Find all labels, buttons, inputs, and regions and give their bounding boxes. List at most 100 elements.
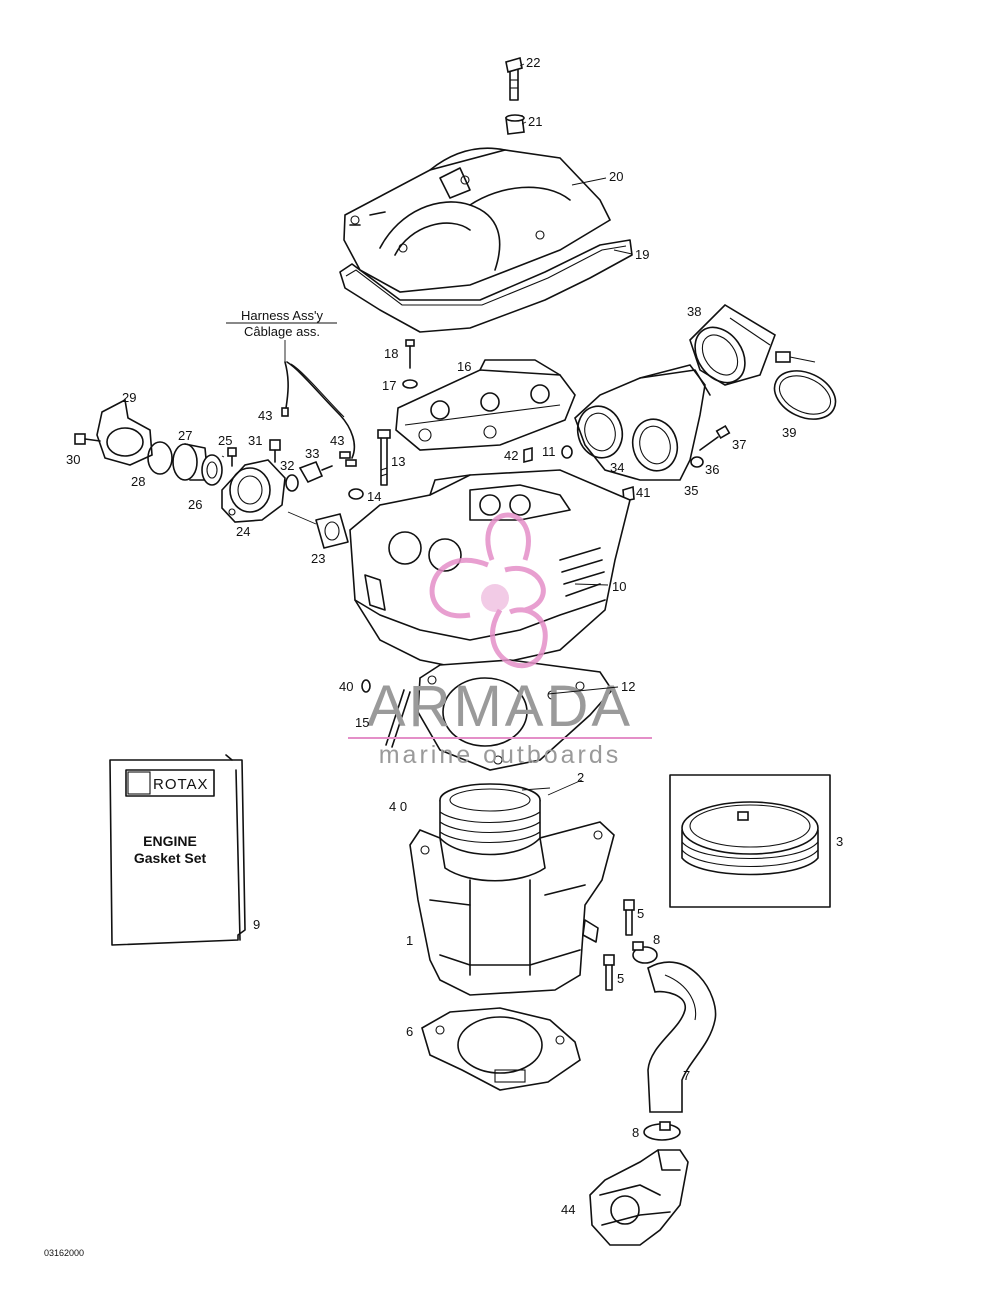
callout-24: 24 xyxy=(236,524,250,539)
callout-31: 31 xyxy=(248,433,262,448)
kit-title-line1: ENGINE xyxy=(143,833,197,849)
part-21-grommet xyxy=(505,114,525,135)
kit-title-line2: Gasket Set xyxy=(134,850,207,866)
kit-brand: ROTAX xyxy=(153,776,209,793)
watermark-logo xyxy=(429,512,548,669)
part-14-oring xyxy=(348,488,364,500)
callout-21: 21 xyxy=(528,114,542,129)
harness-label-fr: Câblage ass. xyxy=(244,324,320,339)
part-10-cylinder-head xyxy=(349,469,631,671)
callout-8a: 8 xyxy=(653,932,660,947)
callout-23: 23 xyxy=(311,551,325,566)
callout-19: 19 xyxy=(635,247,649,262)
part-36-washer xyxy=(690,456,704,468)
part-11-plug xyxy=(561,445,573,459)
part-9-gasket-kit: ROTAX ENGINE Gasket Set xyxy=(109,754,246,946)
callout-18: 18 xyxy=(384,346,398,361)
callout-16: 16 xyxy=(457,359,471,374)
part-5-bolt-upper xyxy=(623,899,635,936)
part-7-coolant-hose xyxy=(647,961,717,1113)
callout-11: 11 xyxy=(542,444,556,459)
part-38-intake-boot xyxy=(689,303,776,386)
part-44-water-pump-housing xyxy=(589,1149,689,1246)
part-37-bolt xyxy=(699,424,731,451)
callout-3: 3 xyxy=(836,834,843,849)
callout-41: 41 xyxy=(636,485,650,500)
callout-40a: 40 xyxy=(339,679,353,694)
callout-14: 14 xyxy=(367,489,381,504)
part-43-terminals xyxy=(281,407,357,467)
callout-43a: 43 xyxy=(258,408,272,423)
callouts: 22 21 20 19 38 18 16 17 29 43 27 25 31 3… xyxy=(66,55,843,1217)
callout-25: 25 xyxy=(218,433,232,448)
callout-32: 32 xyxy=(280,458,294,473)
part-8-clamp-upper xyxy=(632,941,658,964)
callout-20: 20 xyxy=(609,169,623,184)
part-42-plug xyxy=(523,446,533,464)
part-18-bolt xyxy=(405,339,415,369)
part-26-seal xyxy=(201,454,223,486)
callout-6: 6 xyxy=(406,1024,413,1039)
callout-5b: 5 xyxy=(617,971,624,986)
part-29-thermostat-cover xyxy=(96,398,153,466)
callout-30: 30 xyxy=(66,452,80,467)
harness-label-en: Harness Ass'y xyxy=(241,308,323,323)
part-2-piston xyxy=(439,783,541,863)
part-13-bolt xyxy=(377,429,391,486)
callout-5a: 5 xyxy=(637,906,644,921)
part-40-dowel xyxy=(361,679,371,693)
callout-43b: 43 xyxy=(330,433,344,448)
part-24-thermostat-housing xyxy=(221,459,286,523)
callout-29: 29 xyxy=(122,390,136,405)
part-31-sensor xyxy=(269,439,281,463)
part-3-piston-rings xyxy=(669,774,831,908)
harness-wire xyxy=(284,340,356,459)
part-19-cover-gasket xyxy=(339,239,633,333)
watermark-brand: ARMADA xyxy=(367,674,633,739)
part-22-bolt xyxy=(505,56,523,101)
part-28-gasket xyxy=(147,441,173,475)
callout-13: 13 xyxy=(391,454,405,469)
callout-2: 2 xyxy=(577,770,584,785)
part-23-gasket xyxy=(315,513,349,549)
part-39-hose-clamp xyxy=(773,351,837,420)
callout-22: 22 xyxy=(526,55,540,70)
callout-33: 33 xyxy=(305,446,319,461)
callout-34: 34 xyxy=(610,460,624,475)
part-8-clamp-lower xyxy=(643,1121,681,1141)
callout-44: 44 xyxy=(561,1202,575,1217)
callout-28: 28 xyxy=(131,474,145,489)
callout-10: 10 xyxy=(612,579,626,594)
callout-42: 42 xyxy=(504,448,518,463)
drawing-code: 03162000 xyxy=(44,1248,84,1258)
part-33-sensor xyxy=(298,460,333,484)
callout-26: 26 xyxy=(188,497,202,512)
callout-17: 17 xyxy=(382,378,396,393)
callout-9: 9 xyxy=(253,917,260,932)
callout-27: 27 xyxy=(178,428,192,443)
callout-36: 36 xyxy=(705,462,719,477)
part-27-thermostat xyxy=(172,443,209,481)
callout-7: 7 xyxy=(683,1068,690,1083)
part-17-washer xyxy=(402,379,418,389)
callout-39: 39 xyxy=(782,425,796,440)
part-1-cylinder xyxy=(409,821,615,996)
part-34-35-intake-manifold xyxy=(574,364,711,481)
callout-37: 37 xyxy=(732,437,746,452)
part-20-valve-cover xyxy=(343,147,612,293)
part-5-bolt-lower xyxy=(603,954,615,991)
callout-38: 38 xyxy=(687,304,701,319)
part-25-screw xyxy=(227,447,237,467)
part-6-base-gasket xyxy=(421,1007,581,1091)
watermark: ARMADA marine outboards xyxy=(348,512,652,769)
part-32-oring xyxy=(285,474,299,492)
part-16-rocker-housing xyxy=(395,359,576,451)
callout-35: 35 xyxy=(684,483,698,498)
callout-8b: 8 xyxy=(632,1125,639,1140)
callout-15: 15 xyxy=(355,715,369,730)
callout-1: 1 xyxy=(406,933,413,948)
leader-lines xyxy=(221,63,633,796)
watermark-tagline: marine outboards xyxy=(379,741,622,769)
callout-40b: 4 0 xyxy=(389,799,407,814)
